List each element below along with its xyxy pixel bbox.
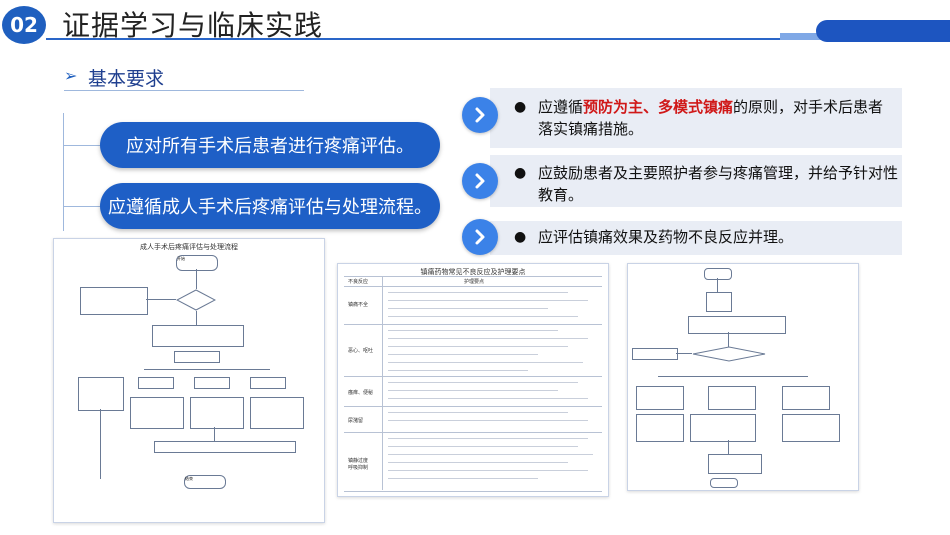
chevron-right-icon: [462, 163, 498, 199]
flow-connector: [214, 427, 215, 441]
flow-connector: [196, 269, 197, 289]
section-title: 基本要求: [88, 68, 165, 90]
chevron-right-icon: [462, 97, 498, 133]
header-accent-band: [816, 20, 950, 42]
table-row: 尿潴留: [344, 406, 602, 433]
table-title: 镇痛药物常见不良反应及护理要点: [420, 268, 526, 276]
pill-connector-line: [63, 113, 64, 231]
table-row: 瘙痒、便秘: [344, 376, 602, 407]
header-accent-small: [780, 33, 830, 40]
table-header-row: 不良反应 护理要点: [344, 276, 602, 287]
flow-box-moderate-action: [190, 397, 244, 429]
flow-box-severe-action: [250, 397, 304, 429]
flowchart-title: 成人手术后疼痛评估与处理流程: [140, 243, 238, 251]
flowchart-document-image: 成人手术后疼痛评估与处理流程 开始 结束: [53, 238, 325, 523]
table-column-divider: [382, 276, 383, 490]
table-header-col2: 护理要点: [464, 279, 485, 285]
pill-2-connector: [63, 206, 103, 207]
arrow-bullet-icon: ➢: [64, 66, 78, 85]
flow-box-moderate: [194, 377, 230, 389]
table-row: 镇静过度 呼吸抑制: [344, 432, 602, 492]
flow-connector: [100, 409, 101, 479]
flow-decision-diamond: [176, 289, 216, 311]
point-2-text: 应鼓励患者及主要照护者参与疼痛管理，并给予针对性教育。: [538, 164, 899, 204]
flow-start-node: [704, 268, 732, 280]
section-underline: [64, 90, 304, 91]
point-1-text: 应遵循预防为主、多模式镇痛的原则，对手术后患者落实镇痛措施。: [538, 98, 884, 138]
flow-branch-line: [144, 369, 270, 370]
header-divider: [46, 38, 816, 40]
flow-box-mild-action: [130, 397, 184, 429]
flow-connector: [196, 311, 197, 325]
flow-end-node: 结束: [184, 475, 226, 489]
table-row: 镇痛不全: [344, 286, 602, 325]
page-title: 证据学习与临床实践: [62, 9, 324, 42]
flow-box-mild: [138, 377, 174, 389]
point-1-highlight: 预防为主、多模式镇痛: [583, 98, 734, 116]
bullet-icon: ●: [514, 99, 527, 115]
pill-1-connector: [63, 145, 103, 146]
table-header-col1: 不良反应: [348, 279, 369, 285]
bullet-icon: ●: [514, 229, 527, 245]
section-number-badge: 02: [2, 6, 46, 44]
point-1-background: [490, 88, 902, 148]
point-2-background: [490, 155, 902, 207]
requirement-pill-1: 应对所有手术后患者进行疼痛评估。: [100, 122, 440, 168]
flow-connector: [146, 299, 176, 300]
flow-end-node: [710, 478, 738, 488]
flow-decision-diamond: [692, 346, 766, 362]
requirement-pill-2: 应遵循成人手术后疼痛评估与处理流程。: [100, 183, 440, 229]
chevron-right-icon: [462, 219, 498, 255]
table-row: 恶心、呕吐: [344, 324, 602, 377]
adverse-reaction-table-image: 镇痛药物常见不良反应及护理要点 不良反应 护理要点 镇痛不全 恶心、呕吐 瘙痒、…: [337, 263, 609, 497]
monitoring-flowchart-image: [627, 263, 859, 491]
point-3-text: 应评估镇痛效果及药物不良反应并理。: [538, 228, 794, 246]
bullet-icon: ●: [514, 165, 527, 181]
flow-box-left: [80, 287, 148, 315]
flow-box-monitor: [154, 441, 296, 453]
flow-box-reassess: [78, 377, 124, 411]
flow-box-severe: [250, 377, 286, 389]
flow-start-node: 开始: [176, 255, 218, 271]
flow-box-level: [174, 351, 220, 363]
flow-box-assess: [152, 325, 244, 347]
point-3-background: [490, 221, 902, 255]
